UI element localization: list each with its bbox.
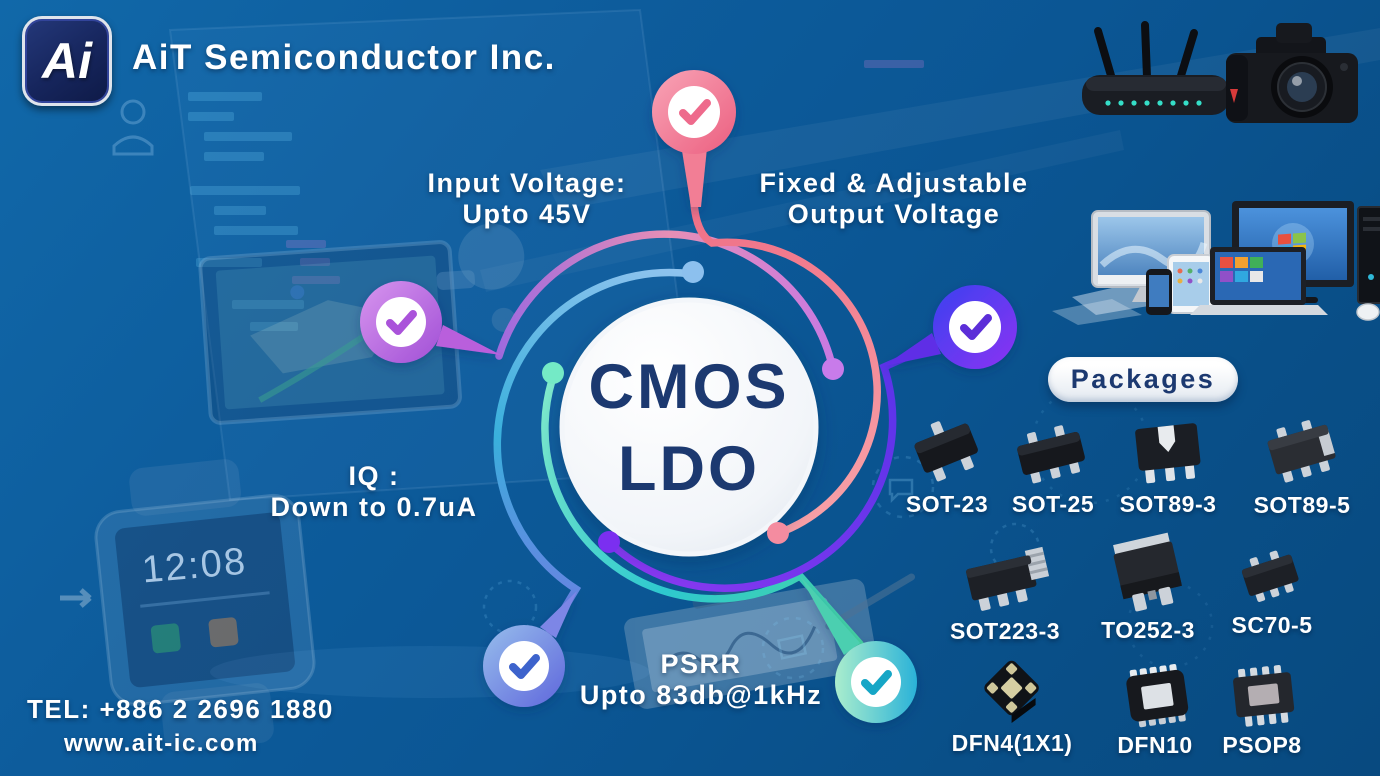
psop8-chip-image xyxy=(1233,665,1295,727)
feature-iq-line1: IQ : xyxy=(348,461,400,491)
package-item-sot89-5: SOT89-5 xyxy=(1252,413,1352,519)
dfn10-chip-image xyxy=(1126,664,1189,728)
arc-blue xyxy=(493,268,696,638)
router-image xyxy=(1082,21,1230,115)
arc-indigo xyxy=(606,340,940,592)
center-line1: CMOS xyxy=(588,352,790,422)
arc-pink xyxy=(689,148,881,537)
check-balloon-top xyxy=(652,70,736,207)
check-balloon-right xyxy=(884,285,1017,369)
package-label: DFN10 xyxy=(1117,732,1193,758)
feature-input-voltage: Input Voltage: Upto 45V xyxy=(428,168,627,230)
package-item-to252-3: TO252-3 xyxy=(1098,530,1198,644)
contact-phone: TEL: +886 2 2696 1880 xyxy=(27,694,334,724)
logo-text: Ai xyxy=(42,33,92,89)
contact-website: www.ait-ic.com xyxy=(64,730,259,757)
package-label: SOT-23 xyxy=(905,491,989,517)
sot-25-chip-image xyxy=(1017,425,1085,484)
camera-image xyxy=(1226,23,1358,123)
check-balloon-bottom-right xyxy=(800,576,917,723)
smartwatch-image xyxy=(94,459,316,752)
package-label: PSOP8 xyxy=(1222,732,1302,758)
package-label: SOT89-3 xyxy=(1119,491,1217,517)
center-line2: LDO xyxy=(618,434,760,504)
feature-psrr-line1: PSRR xyxy=(660,649,742,679)
center-disc xyxy=(559,297,819,557)
feature-input-voltage-line2: Upto 45V xyxy=(462,199,592,229)
orbit-diagram xyxy=(360,70,1017,723)
company-logo: Ai xyxy=(22,16,112,106)
feature-psrr-line2: Upto 83db@1kHz xyxy=(579,680,823,710)
package-label: TO252-3 xyxy=(1101,617,1195,643)
signature-pad-image xyxy=(624,573,916,709)
package-item-sot89-3: SOT89-3 xyxy=(1118,410,1218,518)
check-balloon-bottom-left xyxy=(483,591,577,707)
package-item-sot-23: SOT-23 xyxy=(897,412,997,518)
packages-header: Packages xyxy=(1048,357,1238,402)
computers-image xyxy=(1052,201,1380,325)
sot-23-chip-image xyxy=(914,421,978,482)
package-label: SC70-5 xyxy=(1231,612,1313,638)
package-item-dfn10: DFN10 xyxy=(1110,659,1200,759)
arc-teal xyxy=(541,370,864,648)
sot89-3-chip-image xyxy=(1135,423,1201,484)
center-label: CMOS LDO xyxy=(589,346,790,510)
check-balloon-left xyxy=(360,281,501,363)
package-label: SOT223-3 xyxy=(949,618,1061,644)
package-label: SOT89-5 xyxy=(1253,492,1351,518)
sot223-3-chip-image xyxy=(966,546,1050,611)
feature-psrr: PSRR Upto 83db@1kHz xyxy=(580,649,822,711)
sc70-5-chip-image xyxy=(1241,550,1299,602)
package-label: DFN4(1X1) xyxy=(951,730,1073,756)
smartwatch-time: 12:08 xyxy=(140,540,249,592)
feature-output-voltage-line2: Output Voltage xyxy=(787,199,1001,229)
package-item-sot-25: SOT-25 xyxy=(1003,418,1103,518)
to252-3-chip-image xyxy=(1113,532,1182,612)
package-item-sot223-3: SOT223-3 xyxy=(950,537,1060,645)
feature-input-voltage-line1: Input Voltage: xyxy=(427,168,627,198)
dfn4-chip-image xyxy=(984,660,1039,723)
sot89-5-chip-image xyxy=(1267,420,1336,483)
feature-iq-line2: Down to 0.7uA xyxy=(270,492,478,522)
feature-iq: IQ : Down to 0.7uA xyxy=(271,461,478,523)
package-item-sc70-5: SC70-5 xyxy=(1225,543,1320,639)
package-item-psop8: PSOP8 xyxy=(1215,659,1310,759)
company-title: AiT Semiconductor Inc. xyxy=(132,38,556,77)
package-label: SOT-25 xyxy=(1011,491,1095,517)
arc-outer-purple xyxy=(495,230,837,373)
feature-output-voltage: Fixed & Adjustable Output Voltage xyxy=(759,168,1028,230)
package-item-dfn4: DFN4(1X1) xyxy=(952,653,1073,757)
feature-output-voltage-line1: Fixed & Adjustable xyxy=(759,168,1029,198)
arc-dots xyxy=(542,261,844,553)
